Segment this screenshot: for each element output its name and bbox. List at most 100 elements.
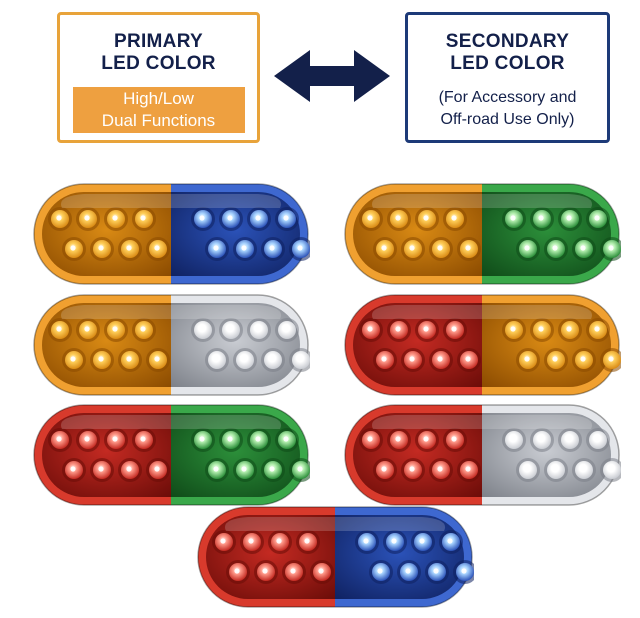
light-0-led-highlight [199, 215, 205, 221]
light-0-led-highlight [140, 215, 146, 221]
light-4-led-highlight [269, 466, 275, 472]
secondary-title: SECONDARY LED COLOR [408, 31, 607, 75]
light-1-lens-right [482, 192, 611, 276]
secondary-title-line2: LED COLOR [450, 53, 565, 74]
light-4-lens-left [42, 413, 171, 497]
light-6-led-highlight [262, 568, 268, 574]
light-5-led-highlight [510, 436, 516, 442]
light-6-led-highlight [318, 568, 324, 574]
light-6-led-highlight [377, 568, 383, 574]
light-4-led-highlight [126, 466, 132, 472]
light-0-lens-left [42, 192, 171, 276]
light-3-led-highlight [608, 356, 614, 362]
light-3-led-highlight [594, 326, 600, 332]
light-2-led-highlight [154, 356, 160, 362]
light-5-led-highlight [552, 466, 558, 472]
light-3-outline [344, 294, 620, 396]
light-2-led-highlight [140, 326, 146, 332]
light-amber-clear [33, 294, 310, 396]
light-6-led-highlight [234, 568, 240, 574]
light-4-led-highlight [283, 436, 289, 442]
light-4-led-highlight [98, 466, 104, 472]
light-5-outline [344, 404, 620, 506]
light-4-lens-right [171, 413, 300, 497]
light-0-led-highlight [84, 215, 90, 221]
light-2-led-highlight [213, 356, 219, 362]
light-1-led-highlight [451, 215, 457, 221]
light-1-led-highlight [580, 245, 586, 251]
light-0-led-highlight [227, 215, 233, 221]
light-2-led-highlight [297, 356, 303, 362]
light-6-led-highlight [304, 538, 310, 544]
light-3-led-highlight [465, 356, 471, 362]
light-0-led-highlight [154, 245, 160, 251]
light-0-lens-right [171, 192, 300, 276]
light-1-led-highlight [381, 245, 387, 251]
light-red-amber [344, 294, 621, 396]
light-3-led-highlight [552, 356, 558, 362]
light-2-led-highlight [70, 356, 76, 362]
secondary-title-line1: SECONDARY [445, 31, 570, 52]
light-1-led-highlight [409, 245, 415, 251]
light-4-led-highlight [227, 436, 233, 442]
light-5-led-highlight [594, 436, 600, 442]
light-3-led-highlight [566, 326, 572, 332]
light-4-led-highlight [241, 466, 247, 472]
light-0-led-highlight [255, 215, 261, 221]
light-6-outline [197, 506, 473, 608]
light-5-led-highlight [381, 466, 387, 472]
light-amber-blue [33, 183, 310, 285]
light-6-lens-right [335, 515, 464, 599]
note-line1: (For Accessory and [438, 89, 577, 106]
light-4-led-highlight [56, 436, 62, 442]
light-1-led-highlight [510, 215, 516, 221]
light-1-led-highlight [423, 215, 429, 221]
light-5-led-highlight [608, 466, 614, 472]
light-5-led-highlight [437, 466, 443, 472]
light-2-led-highlight [84, 326, 90, 332]
light-3-gloss [371, 305, 593, 319]
light-5-led-highlight [538, 436, 544, 442]
light-3-led-highlight [451, 326, 457, 332]
light-5-led-highlight [580, 466, 586, 472]
light-3-led-highlight [437, 356, 443, 362]
light-6-led-highlight [405, 568, 411, 574]
light-2-led-highlight [227, 326, 233, 332]
light-5-led-highlight [423, 436, 429, 442]
light-0-led-highlight [112, 215, 118, 221]
dual-functions-badge: High/Low Dual Functions [72, 87, 245, 133]
secondary-led-color-box: SECONDARY LED COLOR (For Accessory and O… [405, 12, 610, 143]
light-2-led-highlight [56, 326, 62, 332]
light-1-outline [344, 183, 620, 285]
primary-title: PRIMARY LED COLOR [60, 31, 257, 75]
light-1-led-highlight [566, 215, 572, 221]
light-0-led-highlight [56, 215, 62, 221]
light-2-led-highlight [199, 326, 205, 332]
light-6-led-highlight [391, 538, 397, 544]
light-4-led-highlight [84, 436, 90, 442]
light-3-led-highlight [510, 326, 516, 332]
primary-led-color-box: PRIMARY LED COLOR High/Low Dual Function… [57, 12, 260, 143]
light-1-lens-left [353, 192, 482, 276]
light-0-outline [33, 183, 309, 285]
light-3-led-highlight [580, 356, 586, 362]
light-4-gloss [60, 415, 282, 429]
light-0-led-highlight [283, 215, 289, 221]
light-6-led-highlight [276, 538, 282, 544]
light-0-led-highlight [269, 245, 275, 251]
light-red-green [33, 404, 310, 506]
light-1-led-highlight [367, 215, 373, 221]
light-red-clear [344, 404, 621, 506]
light-1-led-highlight [538, 215, 544, 221]
light-4-led-highlight [297, 466, 303, 472]
light-2-gloss [60, 305, 282, 319]
light-5-led-highlight [451, 436, 457, 442]
light-2-led-highlight [112, 326, 118, 332]
light-2-lens-right [171, 303, 300, 387]
light-5-led-highlight [465, 466, 471, 472]
light-3-led-highlight [524, 356, 530, 362]
note-line2: Off-road Use Only) [440, 111, 575, 128]
light-1-led-highlight [594, 215, 600, 221]
light-1-led-highlight [395, 215, 401, 221]
light-6-gloss [224, 517, 446, 531]
